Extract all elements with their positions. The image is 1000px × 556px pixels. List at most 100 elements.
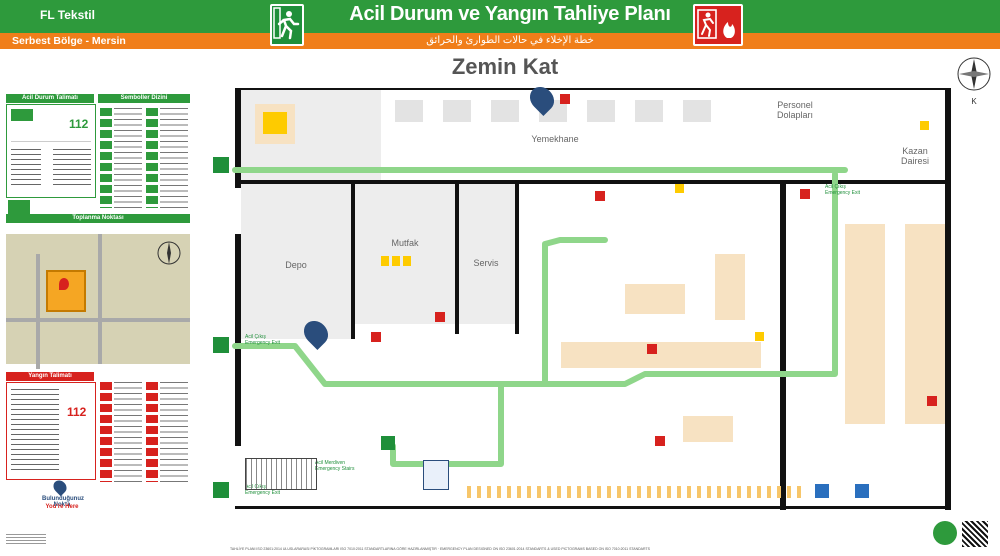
room-label-depo: Depo bbox=[285, 260, 307, 270]
room-label-yemekhane: Yemekhane bbox=[531, 134, 579, 144]
symbols-index-title: Semboller Dizini bbox=[98, 94, 190, 103]
fire-symbol-labels-2 bbox=[160, 382, 188, 482]
you-are-here-pin-icon bbox=[50, 477, 70, 497]
exit-label-en: Emergency Exit bbox=[245, 490, 281, 496]
wall bbox=[780, 180, 786, 510]
exit-label: Acil Çıkış Emergency Exit bbox=[825, 184, 860, 196]
floor-title: Zemin Kat bbox=[451, 54, 559, 79]
symbol-labels-2 bbox=[160, 108, 188, 208]
fire-instruction-text bbox=[11, 389, 59, 473]
symbols-index-list bbox=[98, 104, 190, 212]
exit-label-tr: Acil Çıkış bbox=[245, 334, 266, 340]
room-label-mutfak: Mutfak bbox=[391, 238, 419, 248]
dining-tables bbox=[395, 100, 725, 122]
plan-subtitle-arabic: خطة الإخلاء في حالات الطوارئ والحرائق bbox=[426, 35, 594, 46]
divider bbox=[11, 141, 91, 142]
warning-icon bbox=[755, 332, 764, 341]
staircase bbox=[245, 458, 317, 490]
exit-sign-icon bbox=[213, 337, 229, 353]
exit-label-en: Emergency Exit bbox=[825, 190, 861, 196]
exit-label-en: Emergency Exit bbox=[245, 340, 281, 346]
footer-standards-text: TAHLİYE PLANI ISO 23601:2014 ULUSLARARAS… bbox=[230, 547, 650, 551]
route-east-west bbox=[542, 237, 608, 387]
compass-north-label: K bbox=[971, 97, 977, 106]
stairs-label: Acil Merdiven Emergency Stairs bbox=[315, 460, 354, 472]
wc-women-icon bbox=[855, 484, 869, 498]
outer-wall-right-lower bbox=[945, 182, 951, 510]
qr-code-icon bbox=[962, 521, 988, 547]
red-symbols-icon-2 bbox=[146, 382, 158, 482]
work-area bbox=[905, 224, 945, 424]
plan-title: Acil Durum ve Yangın Tahliye Planı bbox=[349, 3, 671, 25]
warning-icon bbox=[675, 184, 684, 193]
fire-extinguisher-icon bbox=[800, 189, 810, 199]
exit-label: Acil Çıkış Emergency Exit bbox=[245, 334, 280, 346]
green-symbols-icon-2 bbox=[146, 108, 158, 208]
emergency-instructions-title: Acil Durum Talimatı bbox=[6, 94, 94, 103]
work-area bbox=[625, 284, 685, 314]
fire-emergency-number: 112 bbox=[67, 405, 87, 419]
electric-hazard-icon bbox=[263, 112, 287, 134]
stairs-label-en: Emergency Stairs bbox=[315, 466, 355, 472]
red-symbols-icon bbox=[100, 382, 112, 482]
fire-instructions-box: 112 bbox=[6, 382, 96, 480]
road bbox=[98, 234, 102, 364]
running-man-icon bbox=[273, 7, 300, 40]
fire-extinguisher-icon bbox=[647, 344, 657, 354]
warning-icons bbox=[381, 256, 411, 266]
exit-sign-icon bbox=[381, 436, 395, 450]
fire-extinguisher-icon bbox=[595, 191, 605, 201]
fire-symbol-labels bbox=[114, 382, 142, 482]
depo-room bbox=[241, 184, 351, 339]
warning-icon bbox=[920, 121, 929, 130]
exit-sign-icon bbox=[213, 157, 229, 173]
wall bbox=[351, 184, 355, 339]
emergency-exit-sign-icon bbox=[270, 4, 304, 46]
fire-symbols-list bbox=[98, 382, 190, 486]
wall bbox=[455, 184, 459, 334]
fire-extinguisher-icon bbox=[435, 312, 445, 322]
logos-row bbox=[6, 534, 46, 544]
compass-rose-icon bbox=[157, 241, 181, 265]
fire-exit-sign-icon bbox=[693, 4, 743, 46]
route-south bbox=[390, 381, 504, 467]
you-are-here-label-en: You're Here bbox=[45, 504, 79, 510]
elevator-icon bbox=[423, 460, 449, 490]
header-bar bbox=[0, 0, 1000, 33]
wall bbox=[515, 184, 519, 334]
mutfak-room bbox=[355, 184, 455, 324]
emergency-instructions-box: 112 bbox=[6, 104, 96, 198]
instruction-text-block-2 bbox=[53, 149, 91, 189]
road bbox=[36, 254, 40, 369]
compass: K bbox=[956, 56, 992, 106]
route-lower-corridor bbox=[232, 171, 838, 387]
exit-sign-icon bbox=[213, 482, 229, 498]
evacuation-routes bbox=[232, 167, 848, 467]
facility-building bbox=[46, 270, 86, 312]
work-area bbox=[561, 342, 761, 368]
exit-label-tr: Acil Çıkış bbox=[825, 184, 846, 190]
meeting-point-title: Toplanma Noktası bbox=[6, 214, 190, 223]
fire-running-man-icon bbox=[697, 9, 735, 39]
servis-room bbox=[459, 184, 515, 324]
you-are-here-label: Bulunduğunuz Nokta bbox=[42, 496, 84, 508]
stored-materials bbox=[467, 486, 807, 498]
wc-men-icon bbox=[815, 484, 829, 498]
company-location: Serbest Bölge - Mersin bbox=[12, 35, 126, 47]
road bbox=[6, 318, 190, 322]
outer-wall-right-upper bbox=[945, 88, 951, 182]
work-area bbox=[715, 254, 745, 320]
room-label-servis: Servis bbox=[473, 258, 499, 268]
green-symbols-icon bbox=[100, 108, 112, 208]
symbol-labels bbox=[114, 108, 142, 208]
work-area bbox=[845, 224, 885, 424]
location-pin-icon bbox=[59, 278, 69, 290]
work-area bbox=[683, 416, 733, 442]
corridor-wall bbox=[235, 180, 945, 184]
outer-wall-top bbox=[235, 88, 945, 90]
fire-extinguisher-icon bbox=[927, 396, 937, 406]
room-label-personel: Personel Dolapları bbox=[776, 100, 814, 120]
company-name: FL Tekstil bbox=[40, 8, 95, 22]
fire-extinguisher-icon bbox=[371, 332, 381, 342]
compass-rose-icon bbox=[957, 57, 991, 91]
